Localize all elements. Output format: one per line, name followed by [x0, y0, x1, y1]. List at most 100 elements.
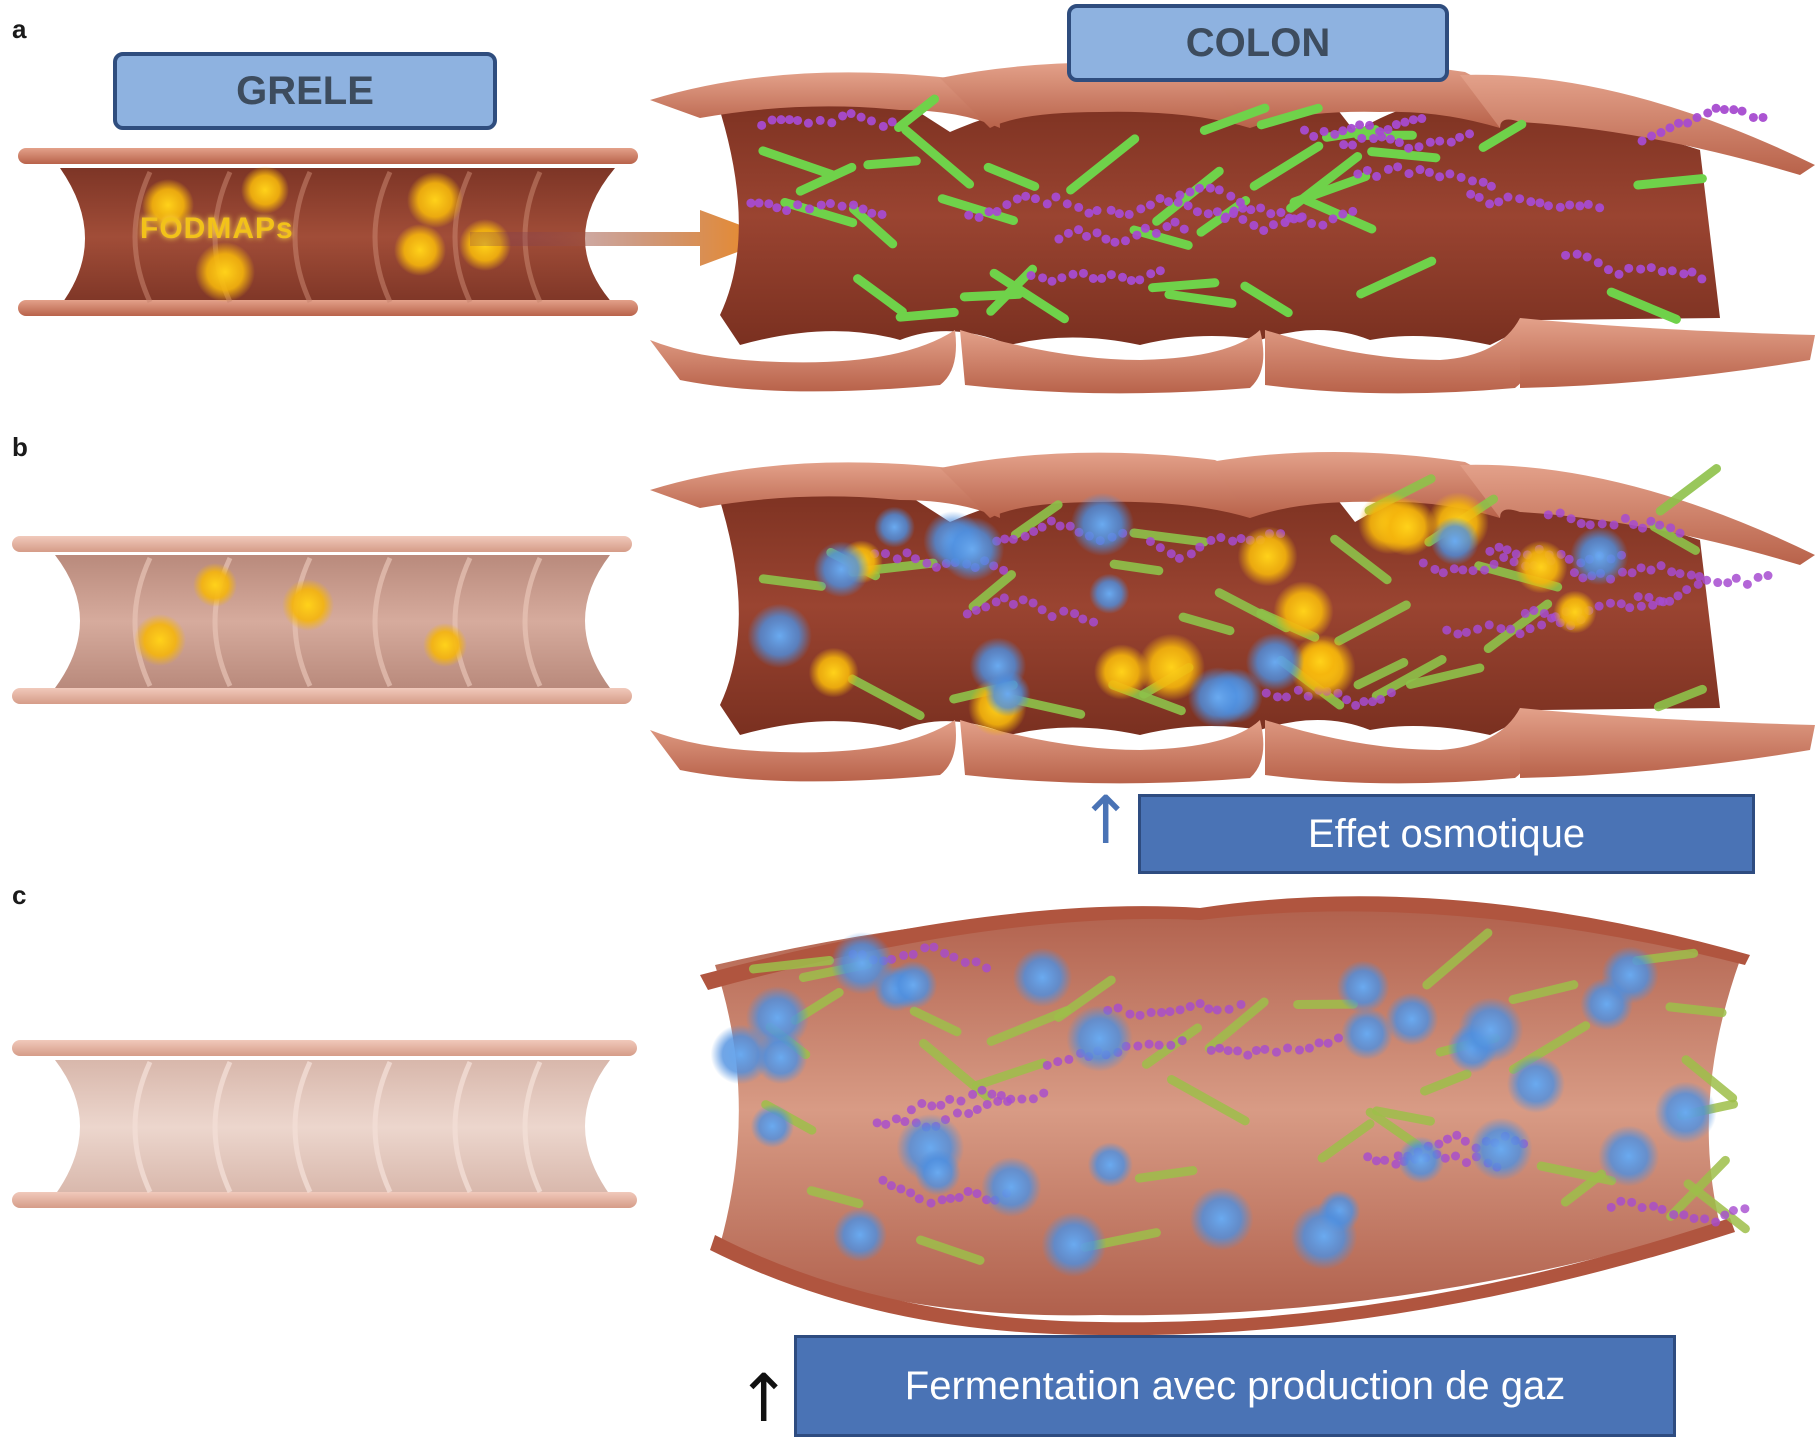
bead-chain-dot [867, 209, 876, 218]
bead-chain-dot [1146, 200, 1155, 209]
bead-chain-dot [1175, 554, 1184, 563]
bead-chain-dot [1359, 697, 1368, 706]
bead-chain-dot [1439, 568, 1448, 577]
bead-chain-dot [1729, 1206, 1738, 1215]
bead-chain-dot [1141, 224, 1150, 233]
bead-chain-dot [1666, 523, 1675, 532]
bead-chain-dot [1368, 697, 1377, 706]
bead-chain-dot [1338, 126, 1347, 135]
particle-blob [1378, 498, 1436, 556]
bead-chain-dot [1537, 620, 1546, 629]
bead-chain-dot [1628, 568, 1637, 577]
bead-chain-dot [1006, 1095, 1015, 1104]
bead-chain-dot [1176, 1005, 1185, 1014]
bead-chain-dot [1115, 209, 1124, 218]
bead-chain-dot [1146, 537, 1155, 546]
bead-chain-dot [849, 200, 858, 209]
bead-chain-dot [1252, 1046, 1261, 1055]
bead-chain-dot [1038, 605, 1047, 614]
bead-chain-dot [1409, 115, 1418, 124]
bead-chain-dot [777, 115, 786, 124]
bead-chain-dot [1679, 1210, 1688, 1219]
bead-chain-dot [1283, 1044, 1292, 1053]
bead-chain-dot [1059, 607, 1068, 616]
header-colon: COLON [1067, 4, 1449, 82]
particle-blob [1341, 1008, 1393, 1060]
particle-blob [985, 671, 1030, 716]
bead-chain-dot [1606, 599, 1615, 608]
bead-chain-dot [938, 1195, 947, 1204]
bead-chain-dot [1711, 1218, 1720, 1227]
bead-chain-dot [1720, 105, 1729, 114]
bead-chain-dot [826, 199, 835, 208]
bead-chain-dot [1461, 1137, 1470, 1146]
bead-chain-dot [1503, 545, 1512, 554]
bead-chain-dot [929, 943, 938, 952]
bead-chain-dot [1330, 130, 1339, 139]
bead-chain-dot [896, 1184, 905, 1193]
bead-chain-dot [964, 211, 973, 220]
particle-blob [1088, 1142, 1133, 1187]
bead-chain-dot [1136, 204, 1145, 213]
bead-chain-dot [1384, 165, 1393, 174]
bead-chain-dot [1363, 166, 1372, 175]
bead-chain-dot [953, 1109, 962, 1118]
bead-chain-dot [1506, 625, 1515, 634]
bead-chain-dot [1068, 270, 1077, 279]
bead-chain-dot [1720, 1211, 1729, 1220]
bead-chain-dot [983, 1100, 992, 1109]
bead-chain-dot [1458, 565, 1467, 574]
bead-chain-dot [1644, 593, 1653, 602]
particle-blob [1598, 1125, 1659, 1186]
bead-chain-dot [1729, 105, 1738, 114]
bead-chain-dot [1178, 1036, 1187, 1045]
bead-chain-dot [1246, 205, 1255, 214]
particle-blob [1337, 961, 1390, 1014]
bead-chain-dot [1043, 199, 1052, 208]
bead-chain-dot [1638, 524, 1647, 533]
bead-chain-dot [1372, 1156, 1381, 1165]
bead-chain-dot [1749, 113, 1758, 122]
bead-chain-dot [1063, 199, 1072, 208]
bead-chain-dot [1480, 566, 1489, 575]
bead-chain-dot [1224, 1046, 1233, 1055]
bead-chain-dot [1048, 612, 1057, 621]
bead-chain-dot [1324, 1039, 1333, 1048]
bead-chain-dot [879, 122, 888, 131]
bead-chain-dot [1561, 251, 1570, 260]
bead-chain-dot [1365, 121, 1374, 130]
bead-chain-dot [772, 203, 781, 212]
small-intestine-c [12, 1040, 637, 1208]
bead-chain-dot [1676, 529, 1685, 538]
bead-chain-dot [1300, 126, 1309, 135]
bead-chain-dot [1355, 120, 1364, 129]
bead-chain-dot [1759, 113, 1768, 122]
bead-chain-dot [1657, 561, 1666, 570]
bead-chain-dot [1186, 187, 1195, 196]
bead-chain-dot [1573, 250, 1582, 259]
bead-chain-dot [1206, 184, 1215, 193]
bacterium-rod [868, 161, 916, 165]
bead-chain-dot [1475, 193, 1484, 202]
particle-blob [1298, 639, 1343, 684]
bead-chain-dot [1186, 1002, 1195, 1011]
bead-chain-dot [1338, 210, 1347, 219]
bead-chain-dot [1679, 269, 1688, 278]
bead-chain-dot [1269, 220, 1278, 229]
bead-chain-dot [1167, 549, 1176, 558]
bead-chain-dot [1289, 214, 1298, 223]
particle-blob [1385, 993, 1438, 1046]
bead-chain-dot [1372, 172, 1381, 181]
bead-chain-dot [1479, 178, 1488, 187]
bead-chain-dot [1256, 203, 1265, 212]
bead-chain-dot [922, 559, 931, 568]
bead-chain-dot [1465, 129, 1474, 138]
bead-chain-dot [968, 1090, 977, 1099]
bead-chain-dot [1703, 108, 1712, 117]
bead-chain-dot [1487, 182, 1496, 191]
bead-chain-dot [1700, 1214, 1709, 1223]
bead-chain-dot [1567, 514, 1576, 523]
bead-chain-dot [1443, 1135, 1452, 1144]
bead-chain-dot [1051, 192, 1060, 201]
particle-blob [1041, 1212, 1106, 1277]
